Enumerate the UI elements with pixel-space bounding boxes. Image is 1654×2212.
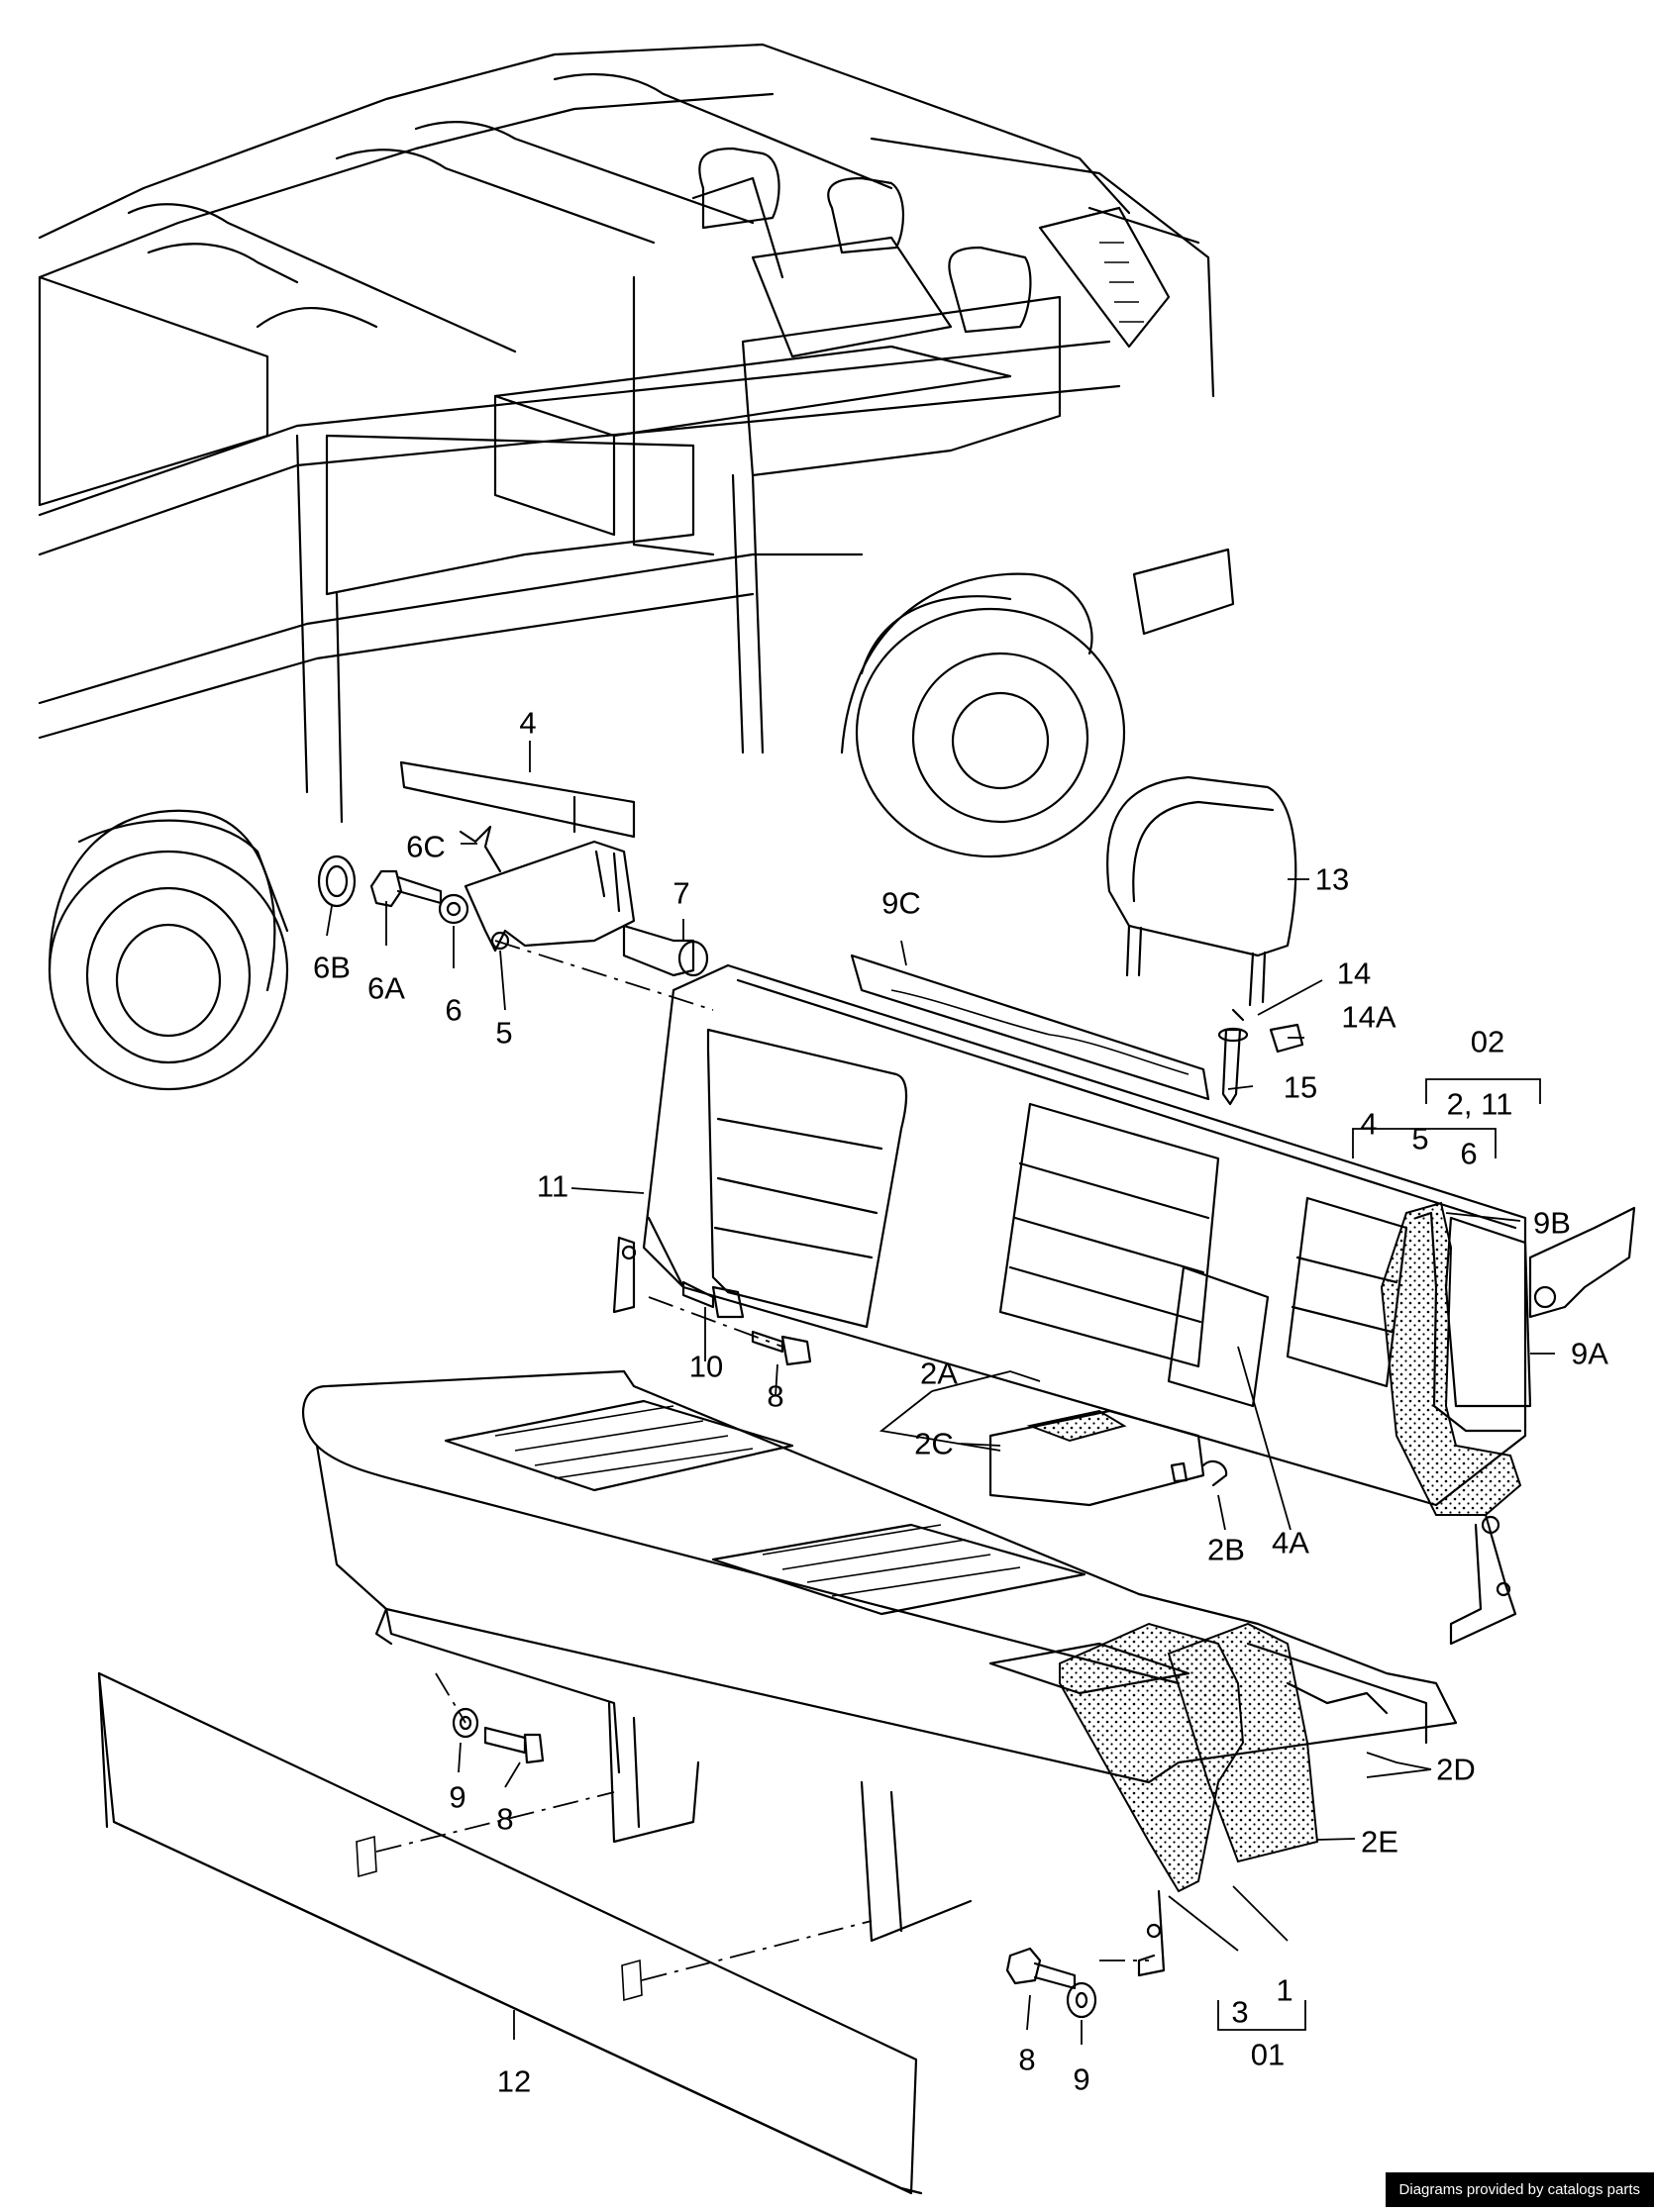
callout-6C: 6C [406,829,446,864]
headrest-part [1106,775,1304,1106]
group-02-members: 2, 11 [1446,1086,1513,1122]
callout-8-backrest: 8 [767,1378,784,1414]
seat-cushion-part [302,1369,1458,1977]
callout-6B: 6B [313,950,351,985]
van-body-illustration [38,43,1235,1091]
callout-2A: 2A [920,1356,958,1391]
callout-2B: 2B [1207,1532,1245,1567]
callout-11: 11 [536,1168,569,1204]
group-member-6: 6 [1460,1136,1478,1171]
group-01: 01 [1250,2037,1286,2072]
callout-14: 14 [1336,955,1372,991]
callout-2C: 2C [914,1426,954,1461]
callout-5: 5 [495,1015,513,1051]
callout-6: 6 [445,992,463,1028]
callout-13: 13 [1314,861,1350,897]
leader-lines [326,741,1555,2045]
callout-9A: 9A [1571,1336,1608,1371]
callout-8-right: 8 [1018,2042,1036,2077]
callout-3: 3 [1231,1994,1249,2030]
group-02: 02 [1470,1024,1505,1059]
callout-9-left: 9 [449,1779,466,1815]
callout-9B: 9B [1533,1205,1571,1241]
credit-badge: Diagrams provided by catalogs parts [1385,2172,1654,2207]
callout-7: 7 [672,875,690,911]
callout-6A: 6A [367,970,405,1006]
pivot-bolt-part [622,924,709,977]
callout-14A: 14A [1341,999,1396,1035]
seat-fasteners [435,1672,1149,2019]
callout-8-left: 8 [496,1801,514,1837]
backrest-screws [648,1280,812,1366]
group-member-5: 5 [1411,1121,1429,1156]
callout-2E: 2E [1361,1824,1398,1860]
callout-10: 10 [688,1349,724,1384]
group-member-4: 4 [1360,1106,1378,1142]
callout-4: 4 [519,705,537,741]
callout-9C: 9C [881,885,921,921]
callout-15: 15 [1283,1069,1318,1105]
trim-panel-part [97,1671,923,2195]
callout-1: 1 [1276,1972,1293,2008]
callout-4A: 4A [1272,1525,1309,1560]
armrest-part [399,760,636,839]
callout-2D: 2D [1436,1752,1476,1787]
callout-12: 12 [496,2063,532,2099]
callout-9-right: 9 [1073,2061,1090,2097]
armrest-pad-part [988,1409,1228,1507]
hinge-hardware-parts [317,825,636,953]
